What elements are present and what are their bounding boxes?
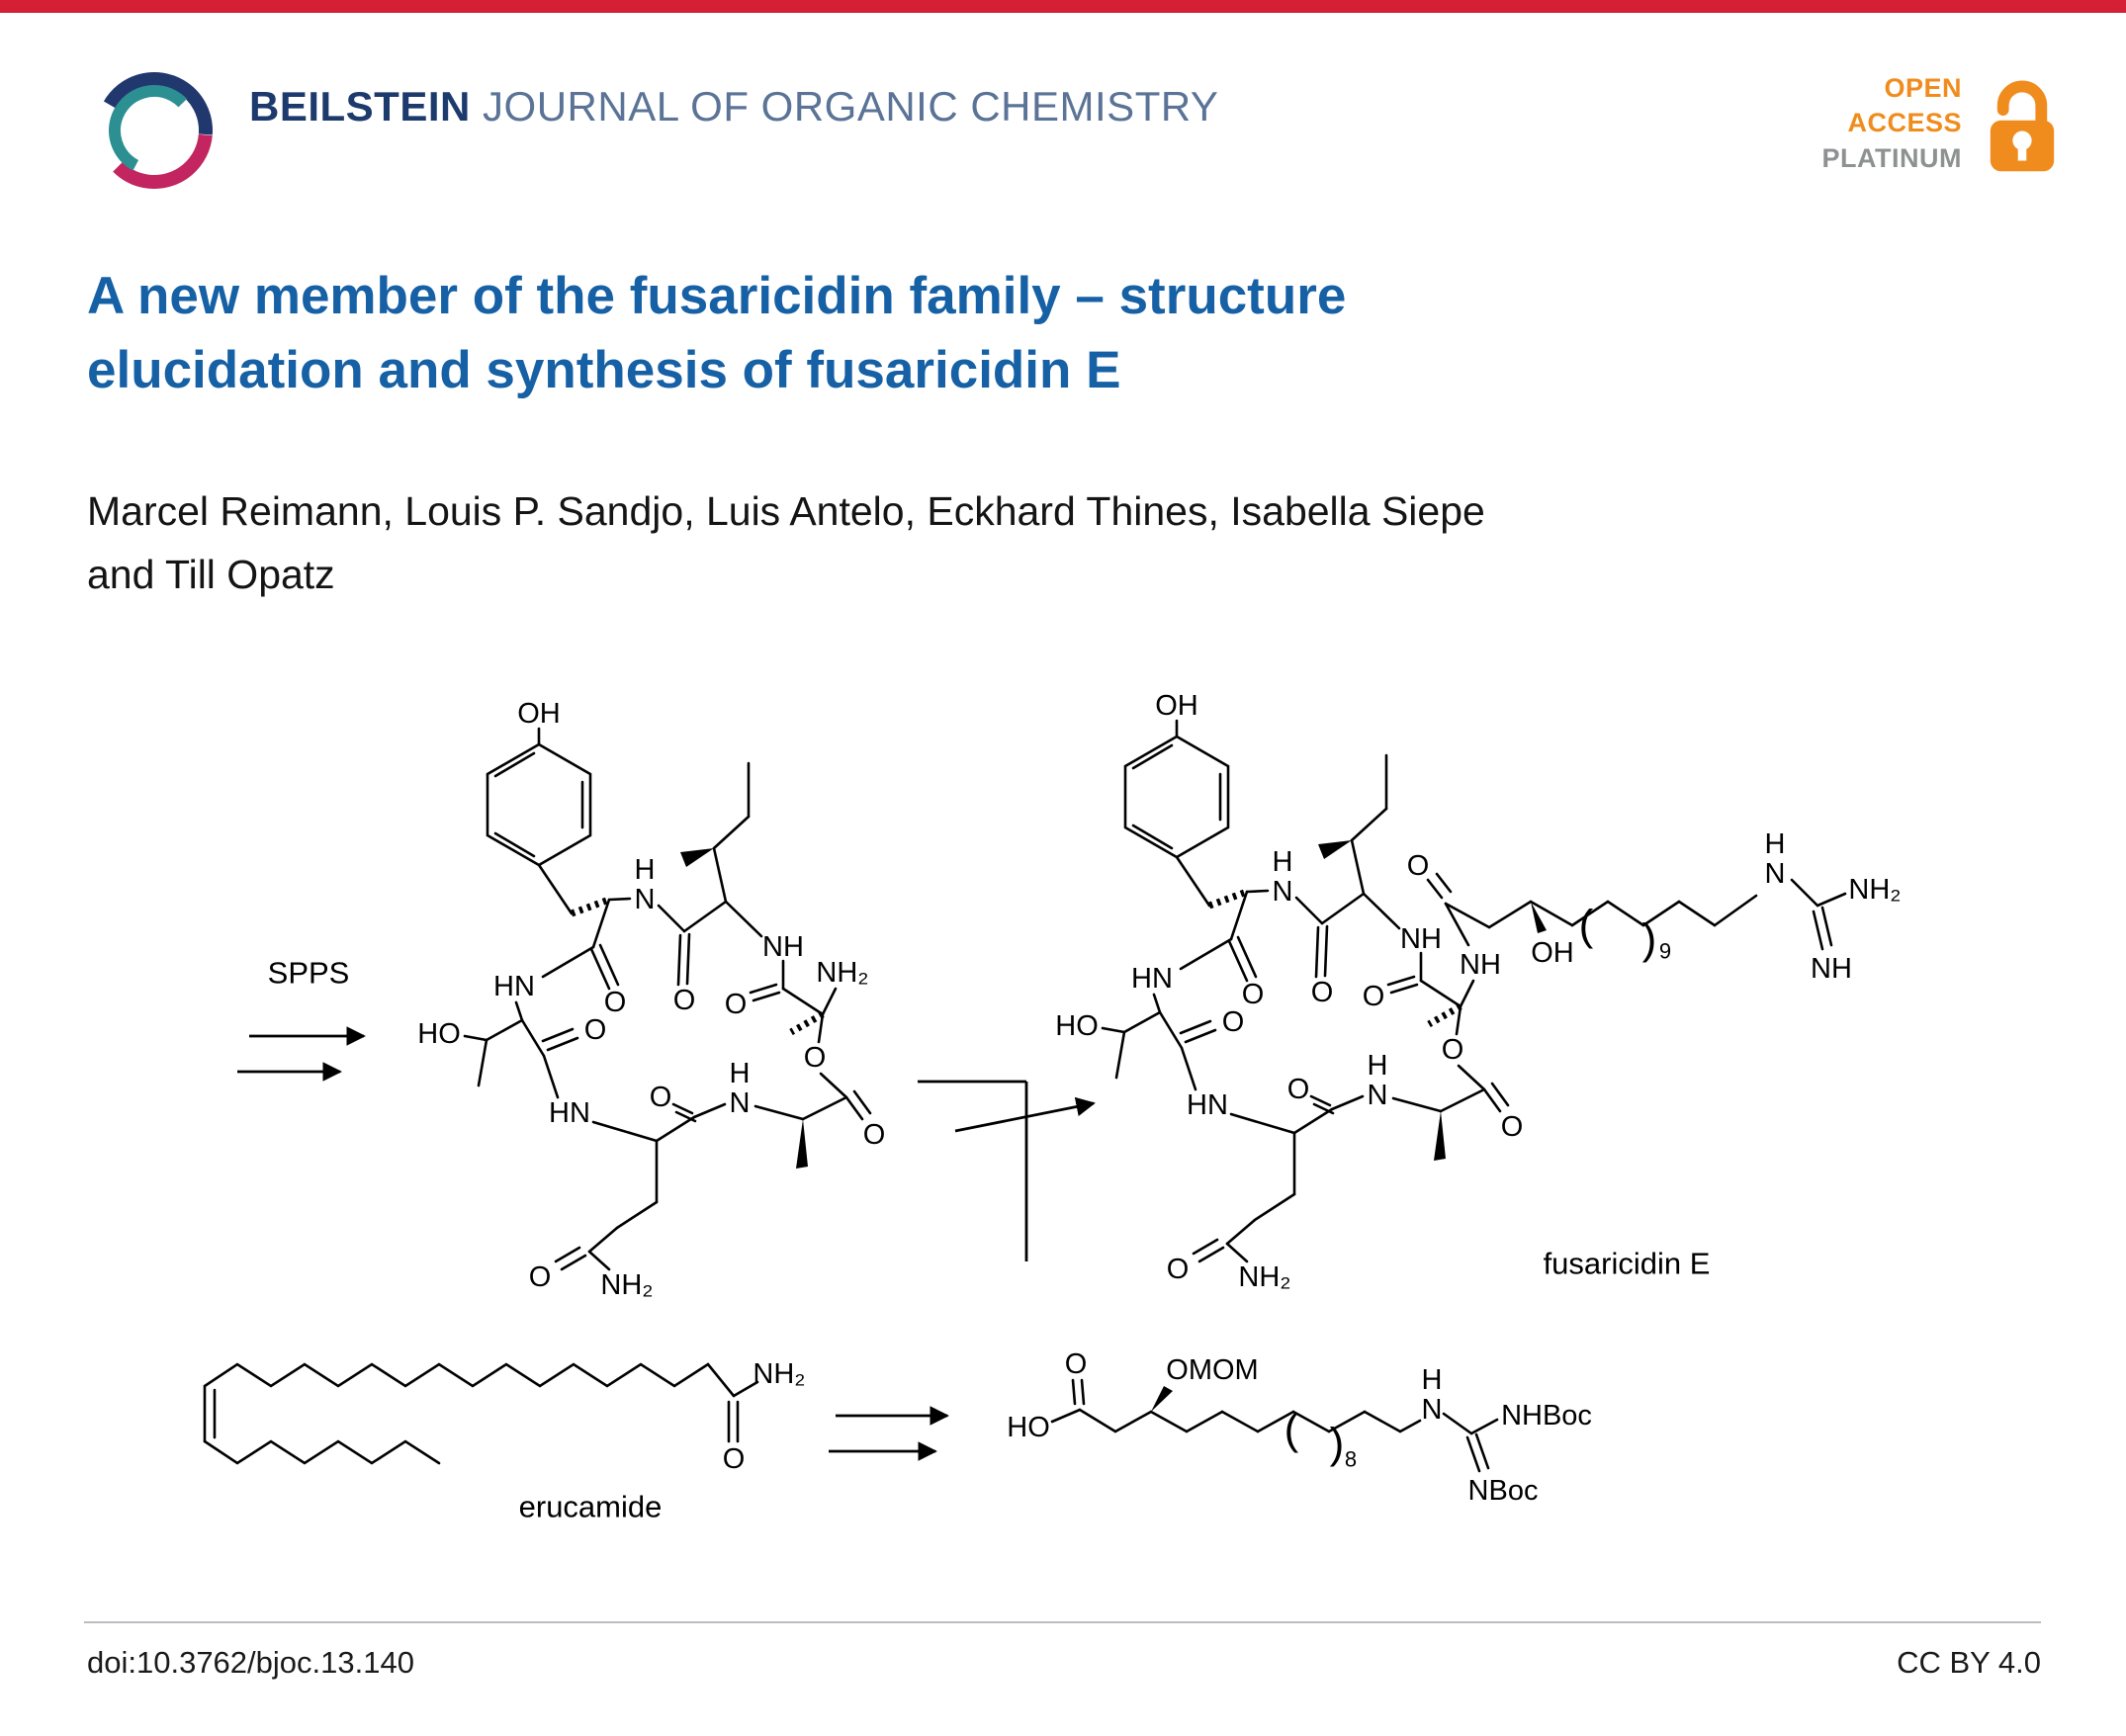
atom-label: O	[1363, 981, 1385, 1012]
coupling-arrow	[918, 1080, 1096, 1261]
atom-label: O	[584, 1014, 607, 1046]
beilstein-logo	[96, 72, 213, 189]
erucamide-label: erucamide	[519, 1490, 663, 1524]
open-access-line-access: ACCESS	[1847, 108, 1962, 138]
logo-swirl	[96, 72, 213, 189]
atom-label: O	[804, 1042, 827, 1074]
atom-label: NHBoc	[1501, 1400, 1592, 1432]
atom-label: HO	[1055, 1010, 1099, 1042]
footer-divider	[84, 1621, 2041, 1623]
atom-label: NH	[1811, 953, 1852, 985]
atom-label: N	[730, 1087, 751, 1119]
atom-label: N	[1368, 1080, 1388, 1111]
bottom-arrows	[829, 1406, 949, 1461]
atom-label: OH	[1155, 690, 1198, 722]
atom-label: O	[1242, 979, 1265, 1010]
top-accent-bar	[0, 0, 2126, 13]
atom-label: O	[1287, 1074, 1310, 1105]
atom-label: H	[1368, 1050, 1388, 1082]
journal-name-bold: BEILSTEIN	[249, 83, 471, 130]
atom-label: O	[1407, 850, 1430, 882]
atom-label: HN	[549, 1097, 590, 1129]
atom-label: O	[1311, 977, 1334, 1008]
atom-label: OH	[1531, 937, 1574, 969]
atom-label: H	[1765, 828, 1786, 860]
atom-label: H	[730, 1058, 751, 1089]
repeat-count: 8	[1345, 1447, 1357, 1472]
open-lock-icon	[1990, 80, 2055, 172]
open-access-line-open: OPEN	[1884, 72, 1962, 103]
author-list-line1: Marcel Reimann, Louis P. Sandjo, Luis An…	[87, 488, 1485, 534]
atom-label: H	[635, 854, 656, 886]
repeat-count: 9	[1659, 939, 1671, 964]
journal-title: BEILSTEIN JOURNAL OF ORGANIC CHEMISTRY	[249, 83, 1218, 130]
atom-label: O	[863, 1119, 886, 1151]
atom-label: HN	[1187, 1089, 1228, 1121]
author-list-line2: and Till Opatz	[87, 551, 335, 597]
open-access-badge: OPEN ACCESS PLATINUM	[1822, 65, 2067, 182]
atom-label: O	[650, 1082, 672, 1113]
spps-arrows: SPPS	[237, 956, 366, 1082]
atom-label: NH	[1460, 949, 1501, 981]
atom-label: NH₂	[816, 957, 868, 989]
author-list: Marcel Reimann, Louis P. Sandjo, Luis An…	[87, 480, 1485, 606]
atom-label: NBoc	[1468, 1475, 1539, 1507]
atom-label: NH	[762, 931, 804, 963]
atom-label: N	[1273, 876, 1293, 908]
atom-label: O	[529, 1261, 552, 1293]
atom-label: NH	[1400, 923, 1442, 955]
fusaricidin-side-chain: O OH ( ) 9 H N NH₂ NH	[1407, 828, 1902, 985]
journal-name-rest: JOURNAL OF ORGANIC CHEMISTRY	[483, 83, 1219, 130]
article-title-line2: elucidation and synthesis of fusaricidin…	[87, 341, 1121, 400]
atom-label: HO	[1007, 1412, 1050, 1443]
atom-label: O	[1442, 1034, 1464, 1066]
atom-label: O	[1222, 1006, 1245, 1038]
doi-text: doi:10.3762/bjoc.13.140	[87, 1645, 414, 1680]
atom-label: NH₂	[1848, 874, 1901, 906]
repeat-bracket-open: (	[1284, 1406, 1299, 1454]
atom-label: O	[604, 987, 627, 1018]
open-access-text: OPEN ACCESS PLATINUM	[1822, 71, 1962, 177]
repeat-bracket-close: )	[1642, 915, 1657, 964]
erucamide-structure: NH₂ O erucamide	[203, 1358, 806, 1524]
product-label: fusaricidin E	[1544, 1247, 1711, 1281]
atom-label: NH₂	[1238, 1261, 1290, 1293]
license-text: CC BY 4.0	[1897, 1645, 2041, 1680]
atom-label: N	[1765, 858, 1786, 890]
open-access-line-platinum: PLATINUM	[1821, 142, 1962, 173]
atom-label: HN	[1131, 963, 1173, 995]
atom-label: HO	[417, 1018, 461, 1050]
atom-label: N	[635, 884, 656, 915]
atom-label: OMOM	[1166, 1354, 1258, 1386]
repeat-bracket-close: )	[1330, 1420, 1345, 1468]
left-macrocycle-labels: OH H N NH O O NH₂ O HO HN O HN H N O O O…	[417, 698, 885, 1301]
atom-label: N	[1422, 1394, 1443, 1426]
repeat-bracket-open: (	[1579, 902, 1594, 950]
right-macrocycle-labels: OH H N NH O O NH O HO HN O HN H N O O O …	[1055, 690, 1523, 1293]
atom-label: O	[725, 989, 748, 1020]
atom-label: NH₂	[753, 1358, 805, 1390]
atom-label: O	[1501, 1111, 1524, 1143]
spps-label: SPPS	[268, 956, 350, 991]
acid-fragment-structure: HO O OMOM ( ) 8 H N NHBoc NBoc	[1007, 1348, 1592, 1507]
atom-label: O	[723, 1443, 746, 1475]
atom-label: O	[673, 985, 696, 1016]
article-title: A new member of the fusaricidin family –…	[87, 259, 1346, 408]
atom-label: H	[1273, 846, 1293, 878]
atom-label: O	[1065, 1348, 1088, 1380]
atom-label: O	[1167, 1254, 1190, 1285]
article-title-line1: A new member of the fusaricidin family –…	[87, 267, 1347, 325]
atom-label: OH	[517, 698, 561, 730]
atom-label: NH₂	[600, 1269, 653, 1301]
atom-label: H	[1422, 1364, 1443, 1396]
atom-label: HN	[493, 971, 535, 1002]
